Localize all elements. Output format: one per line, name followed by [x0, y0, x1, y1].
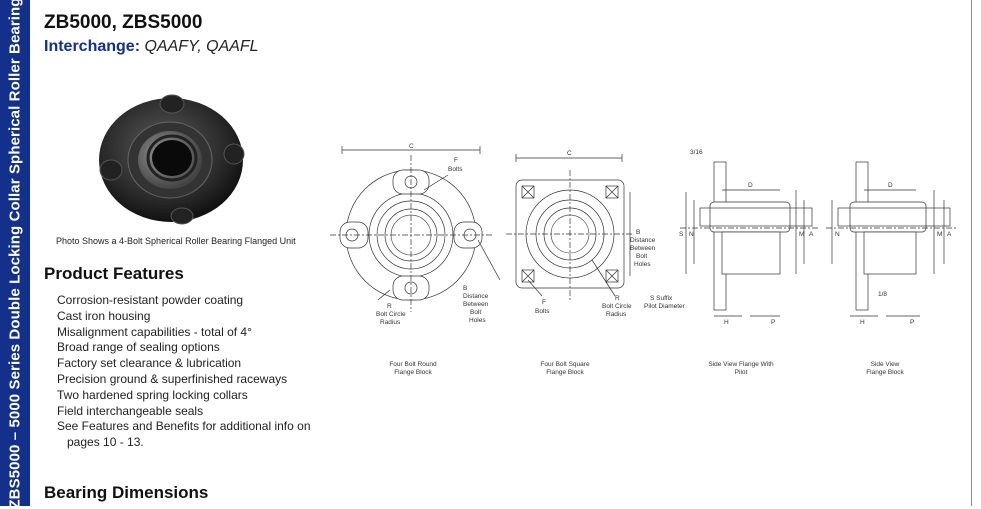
- flange-frac-label: 1/8: [878, 291, 887, 298]
- flange-p-label: P: [910, 319, 914, 326]
- flange-m-label: M: [937, 231, 942, 238]
- page-title: ZB5000, ZBS5000: [44, 12, 203, 33]
- technical-drawings: C F Bolts R Bolt Circle Radius B Distanc…: [330, 143, 958, 326]
- round-radius-label: Radius: [380, 319, 401, 326]
- round-bolt-circle-label: Bolt Circle: [376, 311, 406, 318]
- square-bolt-label: Bolt: [636, 253, 647, 260]
- round-c-label: C: [409, 143, 414, 150]
- product-features-heading: Product Features: [44, 264, 184, 283]
- square-caption-line2: Flange Block: [546, 369, 584, 376]
- pilot-n-label: N: [689, 231, 694, 238]
- flange-d-label: D: [888, 182, 893, 189]
- photo-caption: Photo Shows a 4-Bolt Spherical Roller Be…: [56, 236, 296, 246]
- feature-item: Field interchangeable seals: [57, 403, 204, 418]
- interchange-label: Interchange:: [44, 38, 141, 55]
- feature-item: See Features and Benefits for additional…: [57, 419, 311, 434]
- pilot-m-label: M: [799, 231, 804, 238]
- side-view-caption: Side View Flange Block: [840, 361, 930, 377]
- feature-item: Corrosion-resistant powder coating: [57, 293, 244, 307]
- square-between-label: Between: [630, 245, 656, 252]
- round-caption-line1: Four Bolt Round: [389, 361, 437, 368]
- pilot-p-label: P: [771, 319, 775, 326]
- pilot-diameter-label: Pilot Diameter: [644, 303, 686, 310]
- round-flange-caption: Four Bolt Round Flange Block: [368, 361, 458, 377]
- pilot-s-suffix-label: S Suffix: [650, 295, 673, 302]
- square-bolts-label: Bolts: [535, 308, 550, 315]
- round-flange-drawing: C F Bolts R Bolt Circle Radius B Distanc…: [330, 143, 501, 326]
- square-r-label: R: [615, 295, 620, 302]
- interchange-value: QAAFY, QAAFL: [140, 38, 259, 55]
- flange-n-label: N: [835, 231, 840, 238]
- page-edge-rule: [971, 0, 972, 506]
- square-flange-caption: Four Bolt Square Flange Block: [520, 361, 610, 377]
- series-spine-banner: ZBS5000 – 5000 Series Double Locking Col…: [0, 0, 30, 509]
- pilot-caption-line1: Side View Flange With: [708, 361, 774, 368]
- round-holes-label: Holes: [469, 317, 486, 324]
- bearing-dimensions-heading: Bearing Dimensions: [44, 483, 209, 502]
- side-pilot-caption: Side View Flange With Pilot: [696, 361, 786, 377]
- square-radius-label: Radius: [606, 311, 627, 318]
- square-flange-drawing: C B Distance Between Bolt Holes F Bolts …: [506, 150, 656, 318]
- flange-h-label: H: [860, 319, 865, 326]
- feature-item: Broad range of sealing options: [57, 340, 220, 355]
- side-view-flange-drawing: N M A D 1/8 H P: [826, 161, 958, 326]
- pilot-a-label: A: [809, 231, 814, 238]
- square-holes-label: Holes: [634, 261, 651, 268]
- square-c-label: C: [567, 150, 572, 157]
- pilot-caption-line2: Pilot: [734, 369, 748, 376]
- square-caption-line1: Four Bolt Square: [540, 361, 590, 368]
- round-caption-line2: Flange Block: [394, 369, 432, 376]
- square-distance-label: Distance: [630, 237, 656, 244]
- flange-a-label: A: [947, 231, 952, 238]
- bearing-photo: [99, 94, 245, 225]
- interchange-line: Interchange: QAAFY, QAAFL: [44, 38, 259, 56]
- feature-item: Factory set clearance & lubrication: [57, 356, 242, 371]
- feature-item: Misalignment capabilities - total of 4°: [57, 324, 252, 339]
- round-f-label: F: [454, 157, 458, 164]
- round-r-label: R: [387, 303, 392, 310]
- product-features-list: Corrosion-resistant powder coating Cast …: [57, 293, 311, 451]
- side-caption-line1: Side View: [870, 361, 900, 368]
- pilot-top-label: 3/16: [690, 149, 703, 156]
- round-between-label: Between: [463, 301, 489, 308]
- feature-item: Two hardened spring locking collars: [57, 387, 248, 402]
- square-b-label: B: [636, 229, 640, 236]
- square-f-label: F: [542, 299, 546, 306]
- side-view-pilot-drawing: 3/16 S N M A D H P S Suffix Pilot Diamet…: [644, 149, 820, 326]
- pilot-s-label: S: [679, 231, 684, 238]
- side-caption-line2: Flange Block: [866, 369, 904, 376]
- round-bolt-label: Bolt: [470, 309, 481, 316]
- series-spine-text: ZBS5000 – 5000 Series Double Locking Col…: [6, 0, 24, 509]
- pilot-d-label: D: [748, 182, 753, 189]
- square-bolt-circle-label: Bolt Circle: [602, 303, 632, 310]
- feature-item: pages 10 - 13.: [67, 435, 144, 450]
- pilot-h-label: H: [724, 319, 729, 326]
- round-b-label: B: [463, 285, 467, 292]
- feature-item: Cast iron housing: [57, 308, 151, 323]
- round-bolts-label: Bolts: [448, 166, 463, 173]
- feature-item: Precision ground & superfinished raceway…: [57, 371, 288, 386]
- round-distance-label: Distance: [463, 293, 489, 300]
